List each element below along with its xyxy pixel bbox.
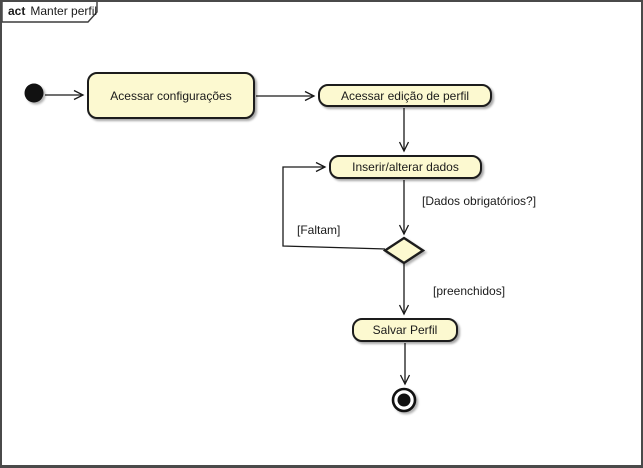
guard-label-dados-obrigatorios: [Dados obrigatórios?] bbox=[422, 194, 537, 208]
activity-node-inserir-alterar-dados[interactable]: Inserir/alterar dados bbox=[329, 155, 482, 179]
activity-label: Inserir/alterar dados bbox=[352, 160, 459, 174]
activity-node-acessar-edicao-de-perfil[interactable]: Acessar edição de perfil bbox=[318, 84, 492, 107]
frame-keyword: act bbox=[8, 4, 26, 18]
decision-node[interactable] bbox=[382, 236, 426, 265]
activity-label: Salvar Perfil bbox=[372, 323, 438, 337]
activity-label: Acessar configurações bbox=[110, 88, 232, 103]
activity-final-node[interactable] bbox=[391, 387, 417, 413]
guard-label-preenchidos: [preenchidos] bbox=[433, 284, 506, 298]
initial-node[interactable] bbox=[24, 83, 44, 103]
activity-label: Acessar edição de perfil bbox=[340, 88, 470, 103]
frame-title-text: Manter perfil bbox=[30, 4, 98, 18]
activity-node-salvar-perfil[interactable]: Salvar Perfil bbox=[352, 318, 458, 342]
activity-node-acessar-configuracoes[interactable]: Acessar configurações bbox=[87, 72, 255, 119]
edge-decision-faltam-loop bbox=[282, 161, 386, 250]
frame-title: act Manter perfil bbox=[8, 4, 97, 18]
guard-label-faltam: [Faltam] bbox=[297, 223, 341, 237]
